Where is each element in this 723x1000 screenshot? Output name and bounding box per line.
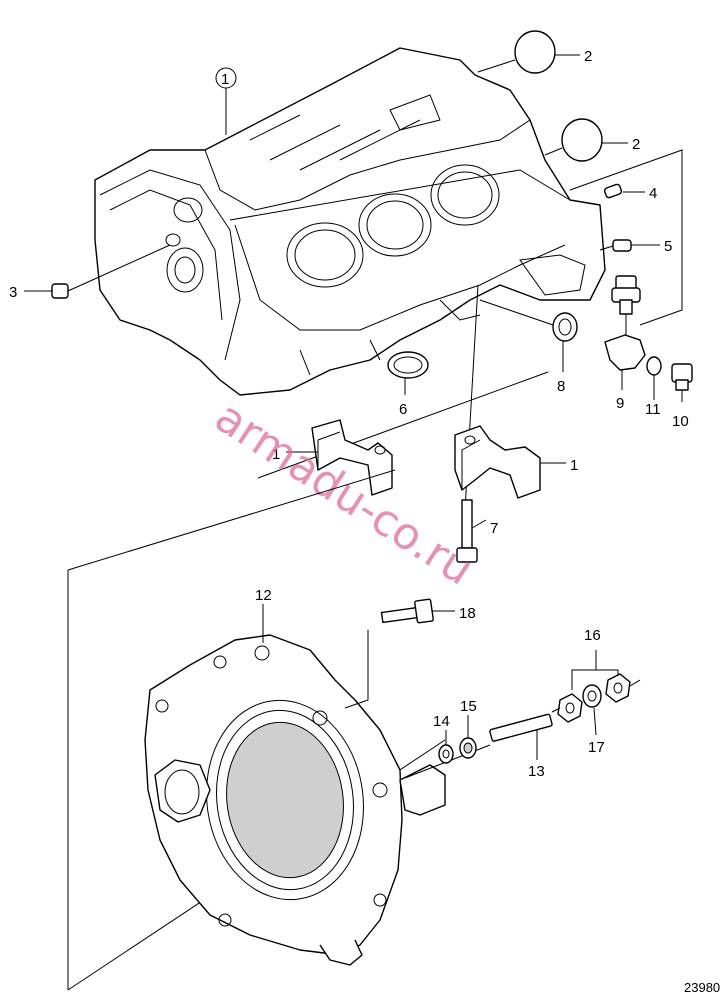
- flywheel-housing-12: 12: [144, 587, 446, 966]
- svg-text:2: 2: [584, 48, 592, 65]
- svg-text:17: 17: [588, 739, 605, 756]
- washer-11: 11: [645, 356, 662, 418]
- washer-14: 14: [433, 713, 454, 764]
- dowel-4: 4: [603, 183, 657, 202]
- callout-1-top: 1: [215, 67, 237, 135]
- svg-text:7: 7: [490, 520, 498, 537]
- svg-text:16: 16: [584, 627, 601, 644]
- svg-text:13: 13: [528, 763, 545, 780]
- divider-line: [257, 371, 549, 479]
- bearing-cap-right: 1: [454, 425, 578, 499]
- svg-text:2: 2: [632, 136, 640, 153]
- svg-text:4: 4: [649, 185, 657, 202]
- nut-washer-group-16: 16 17: [551, 627, 641, 756]
- bearing-cap-left: 1: [272, 419, 393, 496]
- svg-text:10: 10: [672, 413, 689, 430]
- svg-text:1: 1: [272, 446, 280, 463]
- svg-text:18: 18: [459, 605, 476, 622]
- lower-divider: [67, 469, 396, 571]
- svg-text:6: 6: [399, 401, 407, 418]
- bolt-7: 7: [456, 499, 498, 563]
- bolt-18: 18: [344, 598, 476, 709]
- seal-ring-6: 6: [387, 351, 429, 418]
- svg-text:5: 5: [664, 238, 672, 255]
- watermark: armadu-co.ru: [206, 391, 482, 595]
- svg-text:15: 15: [460, 698, 477, 715]
- cup-plug-2a: 2: [477, 30, 592, 74]
- washer-15: 15: [459, 698, 477, 759]
- svg-text:11: 11: [645, 401, 661, 418]
- figure-reference-number: 23980: [684, 980, 720, 995]
- svg-text:12: 12: [255, 587, 272, 604]
- adapter-8: 8: [479, 299, 578, 395]
- svg-text:3: 3: [9, 284, 17, 301]
- svg-text:1: 1: [570, 457, 578, 474]
- banjo-bolt-10: 10: [671, 363, 693, 430]
- svg-text:14: 14: [433, 713, 450, 730]
- svg-text:8: 8: [557, 378, 565, 395]
- plug-3: 3: [9, 244, 171, 301]
- dowel-5: 5: [599, 238, 672, 255]
- tee-fitting-9: 9: [604, 334, 646, 412]
- group-bracket: [569, 149, 683, 326]
- svg-text:9: 9: [616, 395, 624, 412]
- svg-text:1: 1: [221, 71, 229, 88]
- engine-block: [94, 47, 606, 396]
- oil-pressure-sensor: [611, 275, 641, 335]
- cup-plug-2b: 2: [544, 118, 640, 162]
